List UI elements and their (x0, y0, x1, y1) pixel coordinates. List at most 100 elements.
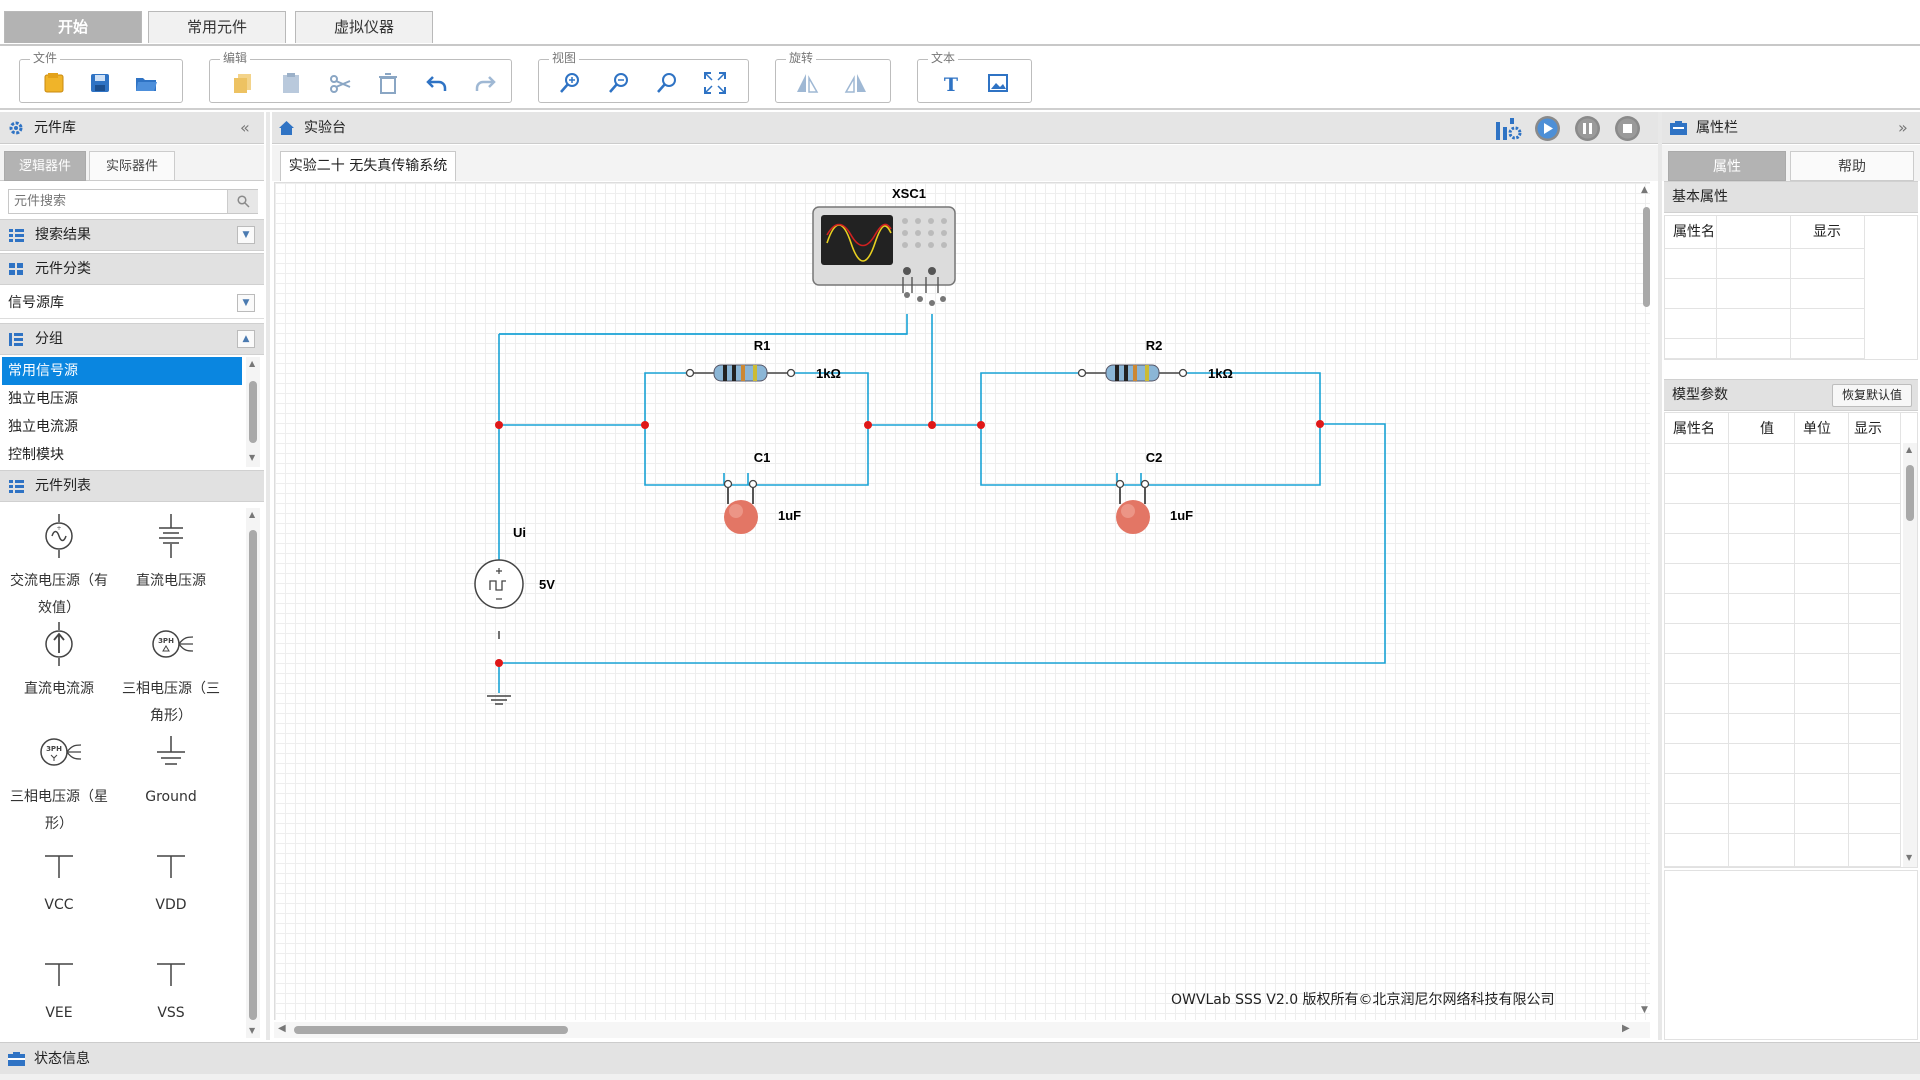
capacitor-c2[interactable] (1115, 479, 1150, 535)
left-splitter[interactable] (266, 112, 270, 1040)
chevron-down-icon[interactable]: ▼ (237, 226, 255, 244)
group-item[interactable]: 常用信号源 (2, 357, 242, 385)
redo-icon[interactable] (472, 70, 498, 96)
column-header: 单位 (1803, 421, 1831, 437)
pulse-source-ui[interactable] (474, 559, 524, 639)
category-select[interactable]: 信号源库 ▼ (0, 287, 264, 319)
scroll-thumb[interactable] (1643, 207, 1650, 307)
scroll-down-icon[interactable]: ▼ (249, 453, 256, 462)
resistor-r1[interactable] (685, 364, 796, 382)
horizontal-scrollbar[interactable]: ◀ ▶ (274, 1022, 1650, 1038)
scroll-up-icon[interactable]: ▲ (1906, 445, 1913, 454)
right-splitter[interactable] (1658, 112, 1662, 1040)
r2-name-label: R2 (1146, 338, 1163, 353)
column-header: 属性名 (1673, 224, 1715, 240)
scroll-up-icon[interactable]: ▲ (1641, 185, 1648, 195)
scroll-thumb[interactable] (1906, 465, 1914, 521)
ribbon-toolbar: 文件 编辑 视图 旋转 文本 T (0, 46, 1920, 110)
insert-image-icon[interactable] (985, 70, 1011, 96)
view-group: 视图 (538, 51, 749, 103)
zoom-in-icon[interactable] (557, 70, 583, 96)
fullscreen-icon[interactable] (702, 70, 728, 96)
component-list-header: 元件列表 (0, 470, 264, 502)
chevron-down-icon[interactable]: ▼ (237, 294, 255, 312)
undo-icon[interactable] (424, 70, 450, 96)
component-item[interactable]: 直流电流源 (4, 622, 114, 703)
flip-icon[interactable] (843, 70, 869, 96)
r2-value-label: 1kΩ (1208, 366, 1233, 381)
tab-logic-devices[interactable]: 逻辑器件 (4, 151, 86, 181)
tab-start[interactable]: 开始 (4, 11, 142, 43)
chevron-up-icon[interactable]: ▲ (237, 330, 255, 348)
component-library-title: 元件库 (34, 120, 76, 136)
canvas-vertical-scrollbar[interactable]: ▲ ▼ (1641, 183, 1651, 1021)
copy-icon[interactable] (230, 70, 256, 96)
rotate-left-icon[interactable] (794, 70, 820, 96)
tab-properties[interactable]: 属性 (1668, 151, 1786, 181)
junction-node (495, 421, 503, 429)
paste-icon[interactable] (278, 70, 304, 96)
component-item[interactable]: VCC (4, 838, 114, 919)
resistor-r2[interactable] (1077, 364, 1188, 382)
scroll-thumb[interactable] (249, 381, 257, 443)
search-button[interactable] (227, 190, 258, 213)
pause-icon[interactable] (1574, 115, 1601, 142)
tab-common-components[interactable]: 常用元件 (148, 11, 286, 43)
component-item[interactable]: 直流电压源 (116, 514, 226, 595)
scroll-thumb[interactable] (249, 530, 257, 1020)
tab-real-devices[interactable]: 实际器件 (89, 151, 175, 181)
text-tool-icon[interactable]: T (938, 70, 964, 96)
vee-icon (45, 963, 73, 986)
tab-virtual-instruments[interactable]: 虚拟仪器 (295, 11, 433, 43)
collapse-right-button[interactable]: » (1898, 118, 1908, 137)
reset-defaults-button[interactable]: 恢复默认值 (1832, 384, 1912, 407)
component-item[interactable]: VDD (116, 838, 226, 919)
scroll-left-icon[interactable]: ◀ (278, 1023, 286, 1034)
tab-help[interactable]: 帮助 (1790, 151, 1914, 181)
group-list-icon (9, 333, 23, 346)
group-item[interactable]: 控制模块 (8, 447, 64, 463)
group-item[interactable]: 独立电压源 (8, 391, 78, 407)
instrument-settings-icon[interactable] (1494, 116, 1524, 142)
document-tab[interactable]: 实验二十 无失真传输系统 (280, 151, 456, 181)
scroll-up-icon[interactable]: ▲ (249, 510, 256, 519)
scroll-up-icon[interactable]: ▲ (249, 359, 256, 368)
search-icon (237, 195, 250, 208)
dc-voltage-source-icon (159, 514, 183, 558)
scroll-down-icon[interactable]: ▼ (1906, 853, 1913, 862)
open-folder-icon[interactable] (133, 70, 159, 96)
component-search-input[interactable] (9, 190, 225, 213)
c2-value-label: 1uF (1170, 508, 1193, 523)
component-item[interactable]: + 交流电压源（有效值） (4, 514, 114, 622)
group-scrollbar[interactable]: ▲ ▼ (246, 357, 260, 467)
ground-symbol[interactable] (487, 695, 511, 705)
collapse-left-button[interactable]: « (240, 118, 250, 137)
zoom-fit-icon[interactable] (654, 70, 680, 96)
edit-group: 编辑 (209, 51, 512, 103)
scroll-right-icon[interactable]: ▶ (1622, 1023, 1630, 1034)
status-title: 状态信息 (34, 1051, 90, 1067)
component-label: VCC (44, 897, 74, 913)
cut-icon[interactable] (327, 70, 353, 96)
stop-icon[interactable] (1614, 115, 1641, 142)
oscilloscope-xsc1[interactable] (812, 206, 956, 306)
scroll-down-icon[interactable]: ▼ (249, 1026, 256, 1035)
component-scrollbar[interactable]: ▲ ▼ (246, 508, 260, 1038)
component-item[interactable]: Ground (116, 730, 226, 811)
component-item[interactable]: 3PH 三相电压源（三角形） (116, 622, 226, 730)
component-item[interactable]: VEE (4, 946, 114, 1027)
search-results-header[interactable]: 搜索结果 ▼ (0, 219, 264, 251)
component-item[interactable]: 3PH 三相电压源（星形） (4, 730, 114, 838)
new-file-icon[interactable] (41, 70, 67, 96)
delete-icon[interactable] (375, 70, 401, 96)
save-icon[interactable] (87, 70, 113, 96)
run-icon[interactable] (1534, 115, 1561, 142)
scroll-thumb[interactable] (294, 1026, 568, 1034)
circuit-canvas[interactable]: XSC1 R1 1kΩ R2 1kΩ C1 1uF (274, 182, 1650, 1020)
scroll-down-icon[interactable]: ▼ (1641, 1005, 1648, 1015)
component-item[interactable]: VSS (116, 946, 226, 1027)
model-params-scrollbar[interactable]: ▲ ▼ (1903, 443, 1917, 867)
group-item[interactable]: 独立电流源 (8, 419, 78, 435)
zoom-out-icon[interactable] (606, 70, 632, 96)
capacitor-c1[interactable] (723, 479, 758, 535)
